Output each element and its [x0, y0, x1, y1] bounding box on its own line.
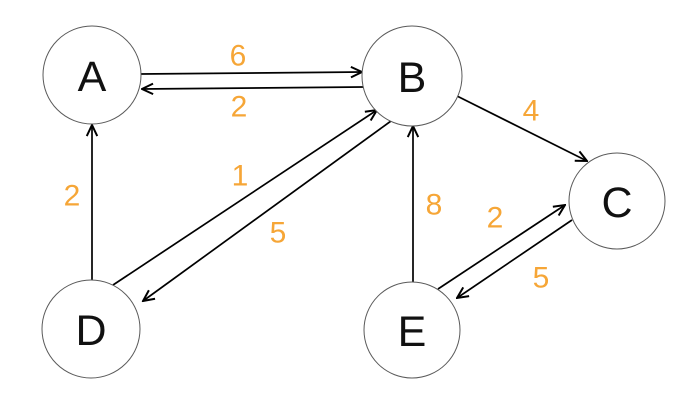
edge-weight-B-A: 2 — [231, 91, 248, 124]
edge-B-A — [142, 87, 364, 89]
node-C — [568, 152, 666, 250]
edge-weight-B-C: 4 — [523, 95, 540, 128]
node-B — [361, 25, 463, 127]
node-label-E: E — [398, 308, 427, 356]
edge-D-B — [112, 110, 377, 286]
edge-C-E — [457, 219, 573, 298]
edge-weight-C-E: 5 — [533, 262, 550, 295]
edge-B-C — [456, 95, 587, 161]
node-label-A: A — [78, 53, 107, 101]
node-E — [363, 281, 461, 379]
edge-B-D — [143, 120, 392, 301]
edge-weight-D-A: 2 — [64, 180, 81, 213]
nodes-layer: A B C D E — [41, 25, 666, 379]
node-D — [41, 279, 141, 379]
node-label-C: C — [601, 179, 632, 227]
edge-weight-E-C: 2 — [487, 202, 504, 235]
edge-A-B — [140, 72, 362, 74]
node-label-D: D — [75, 307, 106, 355]
node-label-B: B — [398, 54, 427, 102]
edge-weight-A-B: 6 — [230, 40, 247, 73]
node-A — [42, 25, 142, 125]
edge-weight-D-B: 1 — [232, 160, 249, 193]
edge-weight-E-B: 8 — [426, 189, 443, 222]
edges-layer — [92, 72, 587, 301]
edge-E-C — [437, 205, 565, 290]
edge-weight-B-D: 5 — [270, 217, 287, 250]
